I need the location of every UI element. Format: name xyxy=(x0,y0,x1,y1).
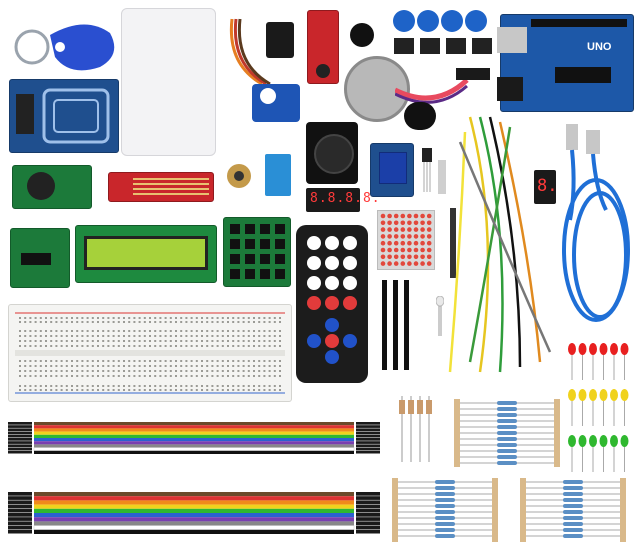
stepper-cable-wires xyxy=(393,78,469,104)
sensor-traces xyxy=(133,178,209,195)
rfid-reader-module xyxy=(9,79,119,153)
resistor-pack-3 xyxy=(520,476,626,544)
usb-cable-drawing xyxy=(562,124,630,322)
microphone-capsule xyxy=(316,64,330,78)
board-header-pins xyxy=(531,19,627,27)
stepper-cable xyxy=(393,70,470,110)
resistor-pack-3-drawing xyxy=(520,478,626,542)
servo-drawing xyxy=(229,18,300,122)
jumper-wire-bundle xyxy=(440,112,560,382)
joystick-module xyxy=(306,122,358,184)
ir-receiver-drawing xyxy=(422,148,432,192)
relay-module xyxy=(370,143,414,197)
stepper-driver-board xyxy=(404,102,436,130)
pin-header-strips xyxy=(376,280,416,370)
breadboard xyxy=(8,304,292,402)
single-digit-value: 8. xyxy=(537,176,558,196)
loose-resistors-drawing xyxy=(399,396,432,462)
rfid-antenna xyxy=(16,88,110,144)
potentiometer xyxy=(226,154,252,194)
servo-motor xyxy=(222,14,302,129)
single-digit-display: 8. xyxy=(534,170,558,204)
rfid-card xyxy=(121,8,216,156)
led-set xyxy=(566,338,632,478)
led-dot-matrix xyxy=(377,210,435,270)
coin-battery xyxy=(27,172,55,200)
remote-buttons xyxy=(307,236,357,364)
power-jack xyxy=(497,77,523,101)
four-digit-display: 8.8.8.8. xyxy=(306,188,380,212)
board-mcu-chip xyxy=(555,67,611,83)
resistor-pack-1-drawing xyxy=(454,399,560,467)
pin-headers-drawing xyxy=(382,280,409,370)
usb-port xyxy=(497,27,527,53)
four-digit-value: 8.8.8.8. xyxy=(310,191,381,206)
board-label: UNO xyxy=(587,41,612,53)
lcd-1602-module xyxy=(75,225,217,283)
water-level-sensor xyxy=(108,172,214,202)
ribbon-1-drawing xyxy=(8,422,380,454)
button-caps-drawing xyxy=(393,10,487,32)
stepper-driver-module xyxy=(10,228,70,288)
resistor-pack-2 xyxy=(392,476,498,544)
matrix-dots xyxy=(380,213,432,266)
microphone-module xyxy=(307,10,339,84)
potentiometer-drawing xyxy=(227,164,251,188)
keypad-buttons xyxy=(230,224,285,279)
tactile-switches xyxy=(392,36,492,56)
arduino-uno-board: UNO xyxy=(497,14,634,112)
resistor-pack-1 xyxy=(454,397,560,469)
breadboard-holes xyxy=(15,312,285,394)
ribbon-2-drawing xyxy=(8,492,380,534)
sound-sensor-module xyxy=(266,22,294,58)
temperature-humidity-sensor xyxy=(265,154,291,196)
rfid-keyfob xyxy=(10,15,120,75)
tilt-sensor xyxy=(438,160,446,194)
lcd-screen xyxy=(84,236,208,270)
keyfob-drawing xyxy=(14,24,115,71)
push-button-caps xyxy=(390,8,490,34)
ir-receiver xyxy=(420,148,434,193)
membrane-keypad xyxy=(223,217,291,287)
ic-chip xyxy=(456,68,490,80)
relay-box xyxy=(379,152,407,184)
ir-remote-control xyxy=(296,225,368,383)
usb-cable xyxy=(556,120,638,330)
buzzer xyxy=(350,23,374,47)
stepper-motor xyxy=(344,56,410,122)
driver-chip xyxy=(21,253,51,265)
switches-drawing xyxy=(394,38,492,54)
diode xyxy=(450,208,456,278)
joystick-cap xyxy=(314,134,354,174)
led-set-drawing xyxy=(568,343,629,472)
dupont-ribbon-cable-2 xyxy=(6,480,382,546)
rtc-clock-module xyxy=(12,165,92,209)
resistor-pack-2-drawing xyxy=(392,478,498,542)
loose-resistors xyxy=(396,396,436,462)
jumper-wires-drawing xyxy=(448,116,552,373)
dupont-ribbon-cable-1 xyxy=(6,410,382,466)
